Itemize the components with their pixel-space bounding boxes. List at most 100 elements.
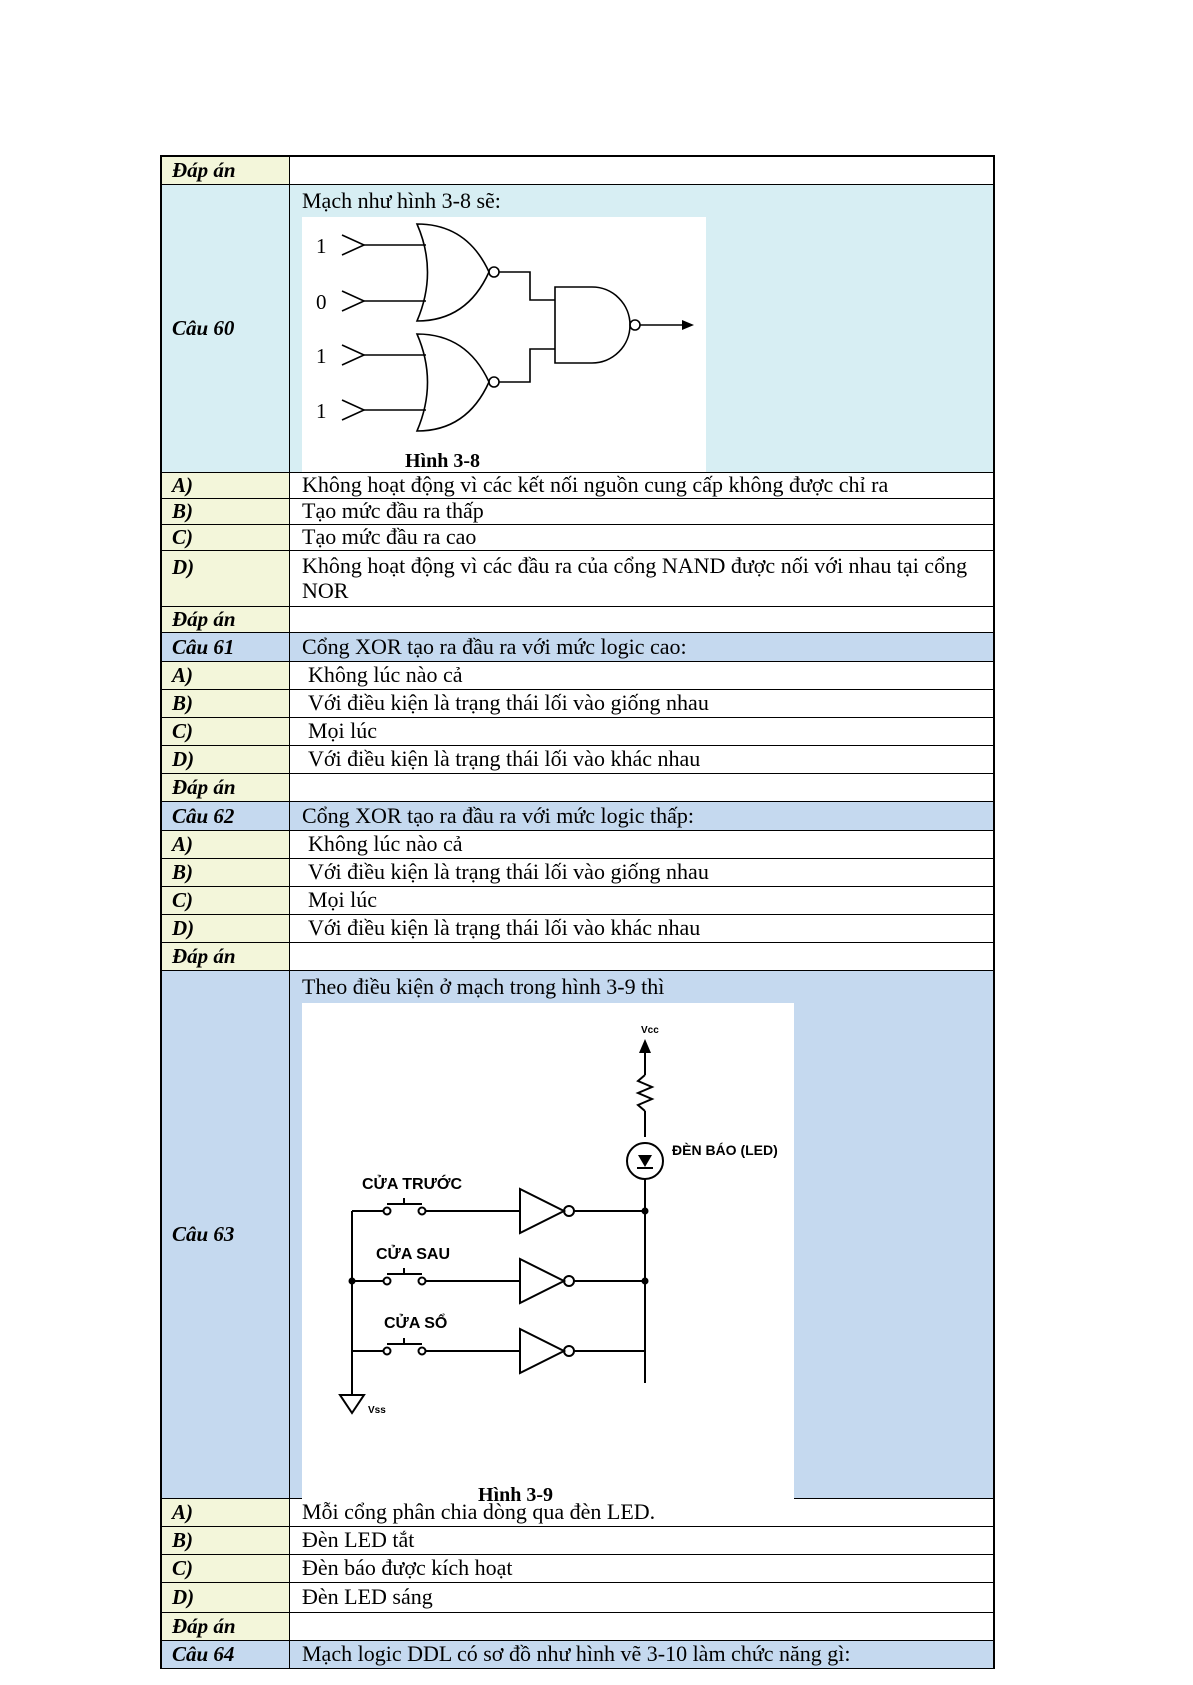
option-row[interactable]: A) Không hoạt động vì các kết nối nguồn … xyxy=(162,473,993,499)
option-key: D) xyxy=(162,746,290,773)
switch-label: CỬA SAU xyxy=(376,1244,450,1263)
answer-row: Đáp án xyxy=(162,774,993,802)
nand-bubble xyxy=(629,319,641,331)
vss-label: Vss xyxy=(368,1405,386,1416)
option-row[interactable]: C) Mọi lúc xyxy=(162,718,993,746)
option-row[interactable]: B) Đèn LED tắt xyxy=(162,1527,993,1555)
question-row-60: Câu 60 Mạch như hình 3-8 sẽ: xyxy=(162,185,993,473)
answer-cell[interactable] xyxy=(290,157,993,184)
option-row[interactable]: D) Không hoạt động vì các đầu ra của cổn… xyxy=(162,551,993,607)
option-text: Mọi lúc xyxy=(308,718,378,744)
option-row[interactable]: C) Tạo mức đầu ra cao xyxy=(162,525,993,551)
option-key: D) xyxy=(162,551,290,606)
answer-cell[interactable] xyxy=(290,774,993,801)
option-row[interactable]: C) Mọi lúc xyxy=(162,887,993,915)
option-row[interactable]: B) Tạo mức đầu ra thấp xyxy=(162,499,993,525)
option-text: Đèn báo được kích hoạt xyxy=(302,1555,513,1581)
answer-label: Đáp án xyxy=(162,943,290,970)
option-key: A) xyxy=(162,1499,290,1526)
answer-row: Đáp án xyxy=(162,1613,993,1641)
switch-contact xyxy=(382,1206,392,1216)
option-key: B) xyxy=(162,499,290,524)
input-arrow xyxy=(341,290,366,312)
led-circuit-diagram: Vcc ĐÈN BÁO (LED) CỬA TRƯỚC CỬA SAU CỬA … xyxy=(338,1025,778,1506)
figure-3-9: Vcc ĐÈN BÁO (LED) CỬA TRƯỚC CỬA SAU CỬA … xyxy=(302,1003,794,1509)
question-label: Câu 62 xyxy=(162,802,290,830)
question-content: Theo điều kiện ở mạch trong hình 3-9 thì xyxy=(290,971,993,1509)
nor-gate xyxy=(415,333,490,432)
question-label: Câu 61 xyxy=(162,633,290,661)
answer-cell[interactable] xyxy=(290,943,993,970)
switch-contact xyxy=(417,1276,427,1286)
nand-gate xyxy=(554,286,631,364)
input-arrow xyxy=(341,344,366,366)
option-key: B) xyxy=(162,1527,290,1554)
option-text: Tạo mức đầu ra thấp xyxy=(302,498,484,524)
switch-label: CỬA TRƯỚC xyxy=(362,1174,462,1193)
option-row[interactable]: B) Với điều kiện là trạng thái lối vào g… xyxy=(162,690,993,718)
option-key: B) xyxy=(162,690,290,717)
question-table: Đáp án Câu 60 Mạch như hình 3-8 sẽ: xyxy=(160,155,995,1669)
option-key: A) xyxy=(162,831,290,858)
input-value: 0 xyxy=(316,290,327,314)
option-row[interactable]: D) Với điều kiện là trạng thái lối vào k… xyxy=(162,746,993,774)
output-arrow-icon xyxy=(682,320,694,331)
resistor xyxy=(635,1074,655,1112)
question-row-64: Câu 64 Mạch logic DDL có sơ đồ như hình … xyxy=(162,1641,993,1669)
option-text: Với điều kiện là trạng thái lối vào khác… xyxy=(308,746,701,772)
switch-contact xyxy=(382,1276,392,1286)
option-row[interactable]: C) Đèn báo được kích hoạt xyxy=(162,1555,993,1583)
option-key: C) xyxy=(162,718,290,745)
answer-row: Đáp án xyxy=(162,607,993,633)
inverter-gate xyxy=(519,1327,567,1375)
question-row-63: Câu 63 Theo điều kiện ở mạch trong hình … xyxy=(162,971,993,1509)
option-text: Không lúc nào cả xyxy=(308,662,463,688)
option-text: Đèn LED sáng xyxy=(302,1584,433,1610)
nor-bubble xyxy=(488,266,500,278)
input-value: 1 xyxy=(316,344,327,368)
option-text: Mọi lúc xyxy=(308,887,378,913)
nor-bubble xyxy=(488,376,500,388)
switch-contact xyxy=(382,1346,392,1356)
option-row[interactable]: A) Không lúc nào cả xyxy=(162,831,993,859)
answer-cell[interactable] xyxy=(290,1613,993,1640)
question-label: Câu 64 xyxy=(162,1641,290,1668)
answer-cell[interactable] xyxy=(290,607,993,632)
answer-label: Đáp án xyxy=(162,1613,290,1640)
option-key: C) xyxy=(162,525,290,550)
answer-label: Đáp án xyxy=(162,157,290,184)
inverter-gate xyxy=(519,1187,567,1235)
switch-label: CỬA SỔ xyxy=(384,1313,447,1332)
answer-row: Đáp án xyxy=(162,943,993,971)
inverter-gate xyxy=(519,1257,567,1305)
option-text: Không lúc nào cả xyxy=(308,831,463,857)
ground-icon xyxy=(338,1394,366,1415)
vcc-arrow-icon xyxy=(639,1039,651,1054)
option-row[interactable]: B) Với điều kiện là trạng thái lối vào g… xyxy=(162,859,993,887)
option-row[interactable]: D) Đèn LED sáng xyxy=(162,1583,993,1613)
input-arrow xyxy=(341,234,366,256)
nor-gate xyxy=(415,223,490,322)
question-label: Câu 60 xyxy=(162,185,290,472)
logic-gate-diagram: 1 0 1 1 Hình 3-8 xyxy=(316,223,694,472)
option-row[interactable]: A) Không lúc nào cả xyxy=(162,662,993,690)
option-key: D) xyxy=(162,1583,290,1612)
answer-label: Đáp án xyxy=(162,774,290,801)
question-text: Theo điều kiện ở mạch trong hình 3-9 thì xyxy=(302,974,665,999)
question-text: Cổng XOR tạo ra đầu ra với mức logic cao… xyxy=(290,633,993,661)
option-text: Không hoạt động vì các kết nối nguồn cun… xyxy=(302,472,889,498)
option-row[interactable]: D) Với điều kiện là trạng thái lối vào k… xyxy=(162,915,993,943)
figure-3-8: 1 0 1 1 Hình 3-8 xyxy=(302,217,706,473)
input-value: 1 xyxy=(316,234,327,258)
answer-row: Đáp án xyxy=(162,157,993,185)
option-text: Đèn LED tắt xyxy=(302,1527,415,1553)
option-text: Với điều kiện là trạng thái lối vào giốn… xyxy=(308,690,709,716)
option-key: C) xyxy=(162,887,290,914)
option-text: Tạo mức đầu ra cao xyxy=(302,524,477,550)
option-key: B) xyxy=(162,859,290,886)
question-label: Câu 63 xyxy=(162,971,290,1498)
question-text: Cổng XOR tạo ra đầu ra với mức logic thấ… xyxy=(290,802,993,830)
option-text: Với điều kiện là trạng thái lối vào giốn… xyxy=(308,859,709,885)
option-row[interactable]: A) Mỗi cổng phân chia dòng qua đèn LED. xyxy=(162,1499,993,1527)
question-text: Mạch như hình 3-8 sẽ: xyxy=(302,188,501,213)
